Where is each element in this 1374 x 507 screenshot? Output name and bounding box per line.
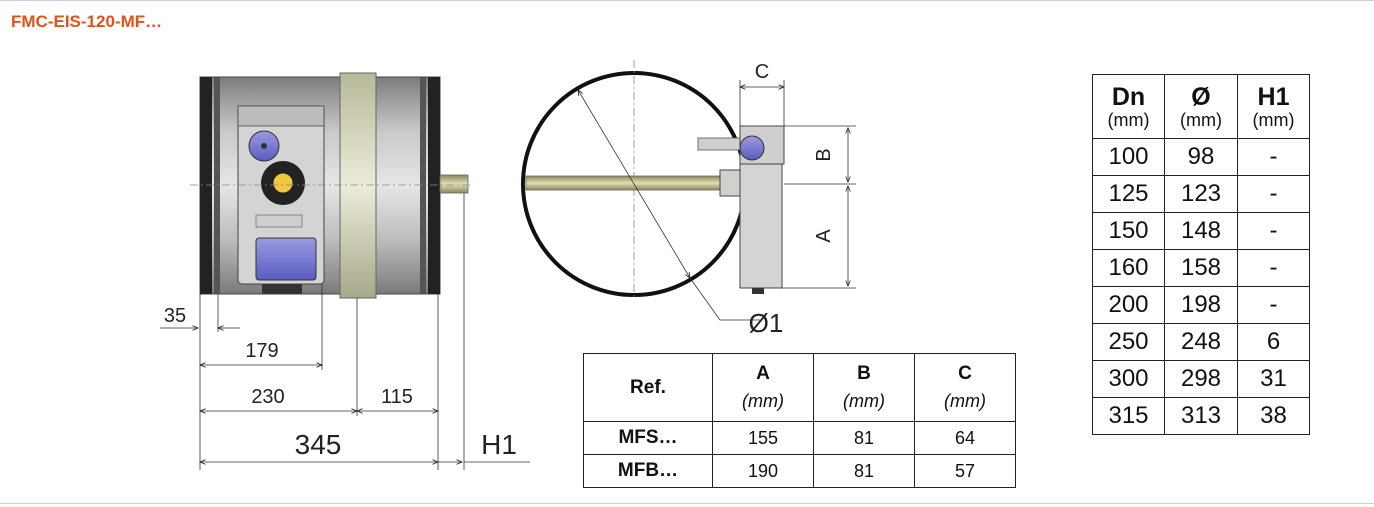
h1-cell: -: [1237, 249, 1310, 287]
dim-35-label: 35: [164, 305, 186, 327]
dn-cell: 200: [1092, 286, 1165, 324]
dn-header: Dn (mm): [1092, 74, 1165, 139]
diameter-cell: 298: [1164, 360, 1238, 398]
h1-cell: -: [1237, 212, 1310, 250]
ref-cell: MFS…: [583, 421, 713, 455]
dn-cell: 315: [1092, 397, 1165, 435]
dim-115-label: 115: [381, 386, 413, 408]
h1-cell: -: [1237, 286, 1310, 324]
diameter-cell: 248: [1164, 323, 1238, 361]
h1-header: H1 (mm): [1237, 74, 1310, 139]
side-view: [190, 72, 470, 299]
dn-cell: 300: [1092, 360, 1165, 398]
a-cell: 155: [712, 421, 814, 455]
h1-cell: 6: [1237, 323, 1310, 361]
dim-345-label: 345: [295, 429, 342, 460]
dn-cell: 125: [1092, 175, 1165, 213]
h1-cell: 31: [1237, 360, 1310, 398]
h1-cell: 38: [1237, 397, 1310, 435]
table-row: MFS… 155 81 64: [583, 421, 1016, 455]
front-dimension-lines: [740, 80, 856, 289]
diameter-cell: 313: [1164, 397, 1238, 435]
c-header: C (mm): [914, 353, 1016, 422]
dim-a-label: A: [813, 229, 835, 243]
dim-b-label: B: [813, 148, 835, 161]
top-divider: [0, 0, 1374, 1]
dim-230-label: 230: [251, 386, 284, 408]
diameter-cell: 158: [1164, 249, 1238, 287]
dn-cell: 160: [1092, 249, 1165, 287]
dim-179-label: 179: [245, 340, 278, 362]
ref-dimension-table: Ref. A (mm) B (mm) C (mm) MFS… 155 81 64…: [583, 353, 1016, 488]
ref-header: Ref.: [583, 353, 713, 422]
dn-cell: 150: [1092, 212, 1165, 250]
a-header: A (mm): [712, 353, 814, 422]
b-header: B (mm): [813, 353, 915, 422]
diameter-cell: 198: [1164, 286, 1238, 324]
diameter-header: Ø (mm): [1164, 74, 1238, 139]
a-cell: 190: [712, 454, 814, 488]
dn-cell: 100: [1092, 138, 1165, 176]
diameter-cell: 148: [1164, 212, 1238, 250]
side-dimension-lines: [160, 193, 530, 470]
c-cell: 57: [914, 454, 1016, 488]
h1-cell: -: [1237, 138, 1310, 176]
c-cell: 64: [914, 421, 1016, 455]
dn-cell: 250: [1092, 323, 1165, 361]
dim-c-label: C: [755, 61, 769, 83]
ref-cell: MFB…: [583, 454, 713, 488]
page-title: FMC-EIS-120-MF…: [11, 12, 163, 31]
dim-phi1-label: Ø1: [749, 308, 784, 338]
diameter-cell: 123: [1164, 175, 1238, 213]
b-cell: 81: [813, 454, 915, 488]
b-cell: 81: [813, 421, 915, 455]
table-row: MFB… 190 81 57: [583, 454, 1016, 488]
bottom-divider: [0, 503, 1374, 504]
front-view: [521, 60, 785, 321]
h1-cell: -: [1237, 175, 1310, 213]
diameter-cell: 98: [1164, 138, 1238, 176]
dim-h1-label: H1: [481, 429, 517, 460]
